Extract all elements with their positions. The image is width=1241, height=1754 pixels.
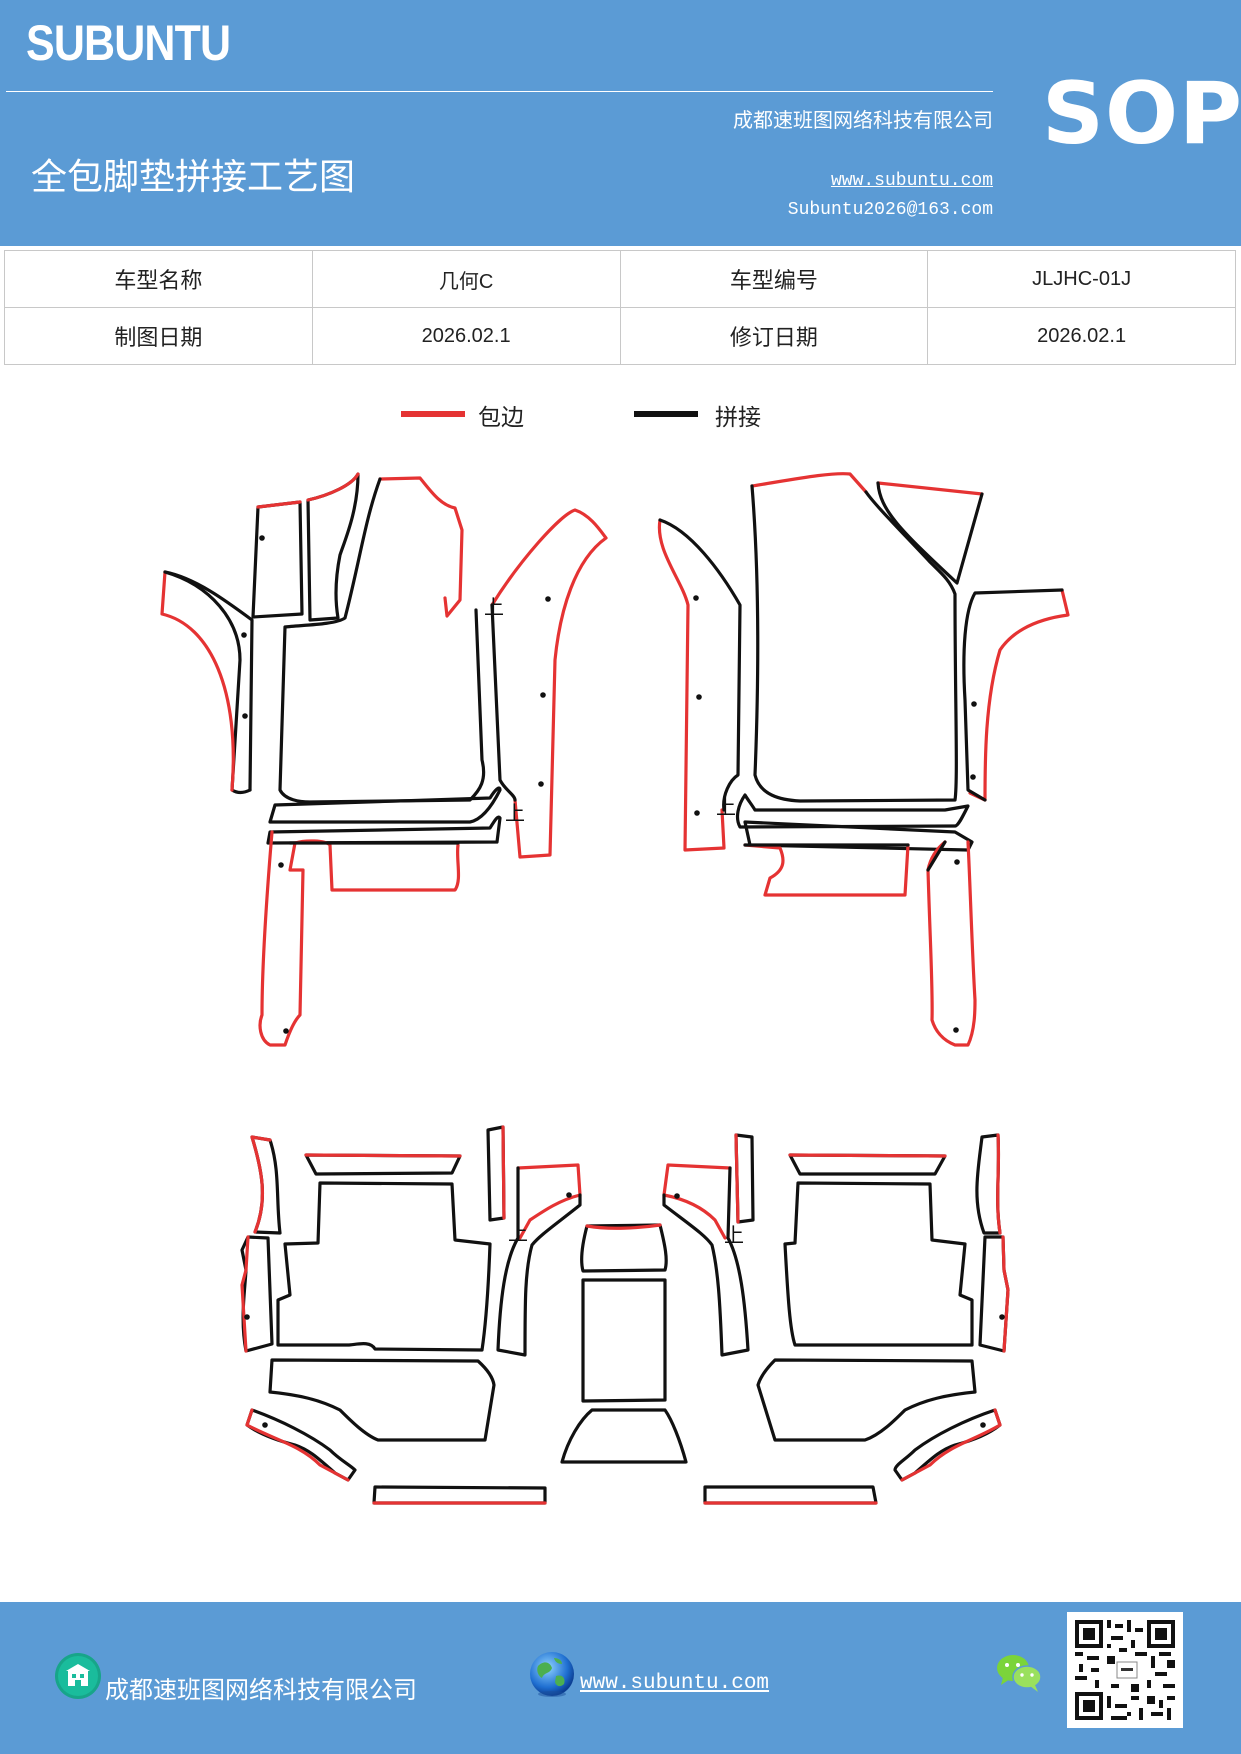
wechat-icon (997, 1655, 1042, 1692)
company-name: 成都速班图网络科技有限公司 (733, 108, 993, 132)
header-banner: SUBUNTU 成都速班图网络科技有限公司 全包脚垫拼接工艺图 www.subu… (0, 0, 1241, 246)
value-model-code: JLJHC-01J (927, 250, 1236, 308)
rear-left-mat-group (240, 1125, 582, 1505)
center-tunnel-group (560, 1223, 688, 1464)
email-address: Subuntu2026@163.com (787, 200, 993, 220)
legend-label-edge: 包边 (478, 405, 524, 431)
marker-up: 上 (505, 801, 525, 825)
vehicle-info-table: 车型名称 几何C 车型编号 JLJHC-01J 制图日期 2026.02.1 修… (4, 250, 1236, 365)
legend-label-seam: 拼接 (715, 405, 761, 431)
label-model-name: 车型名称 (4, 250, 313, 308)
label-revision-date: 修订日期 (619, 307, 929, 365)
value-revision-date: 2026.02.1 (927, 307, 1236, 365)
marker-up: 上 (484, 595, 504, 619)
header-divider (6, 91, 993, 92)
document-title: 全包脚垫拼接工艺图 (31, 157, 356, 198)
table-row: 车型名称 几何C 车型编号 JLJHC-01J (4, 250, 1236, 308)
marker-up: 上 (508, 1221, 528, 1245)
footer-company-name: 成都速班图网络科技有限公司 (105, 1676, 417, 1704)
footer-website-link[interactable]: www.subuntu.com (580, 1672, 770, 1695)
marker-up: 上 (724, 1223, 744, 1247)
sop-badge: SOP (1042, 64, 1241, 164)
front-right-mat-group (657, 472, 1070, 1047)
legend-swatch-edge (401, 411, 465, 417)
qr-code (1067, 1612, 1183, 1728)
value-model-name: 几何C (311, 250, 621, 308)
value-draw-date: 2026.02.1 (311, 307, 621, 365)
qr-code-pattern (1067, 1612, 1183, 1728)
legend: 包边 拼接 (0, 396, 1241, 446)
marker-up: 上 (716, 795, 736, 819)
front-left-mat-group (160, 472, 608, 1047)
website-link[interactable]: www.subuntu.com (830, 171, 993, 191)
building-icon (55, 1653, 101, 1699)
label-model-code: 车型编号 (619, 250, 929, 308)
legend-swatch-seam (634, 411, 698, 417)
table-row: 制图日期 2026.02.1 修订日期 2026.02.1 (4, 307, 1236, 365)
rear-right-mat-group (662, 1133, 1010, 1505)
footer-banner: 成都速班图网络科技有限公司 www.subuntu.com (0, 1602, 1241, 1754)
globe-icon (530, 1652, 574, 1697)
brand-logo: SUBUNTU (26, 15, 231, 71)
label-draw-date: 制图日期 (4, 307, 313, 365)
